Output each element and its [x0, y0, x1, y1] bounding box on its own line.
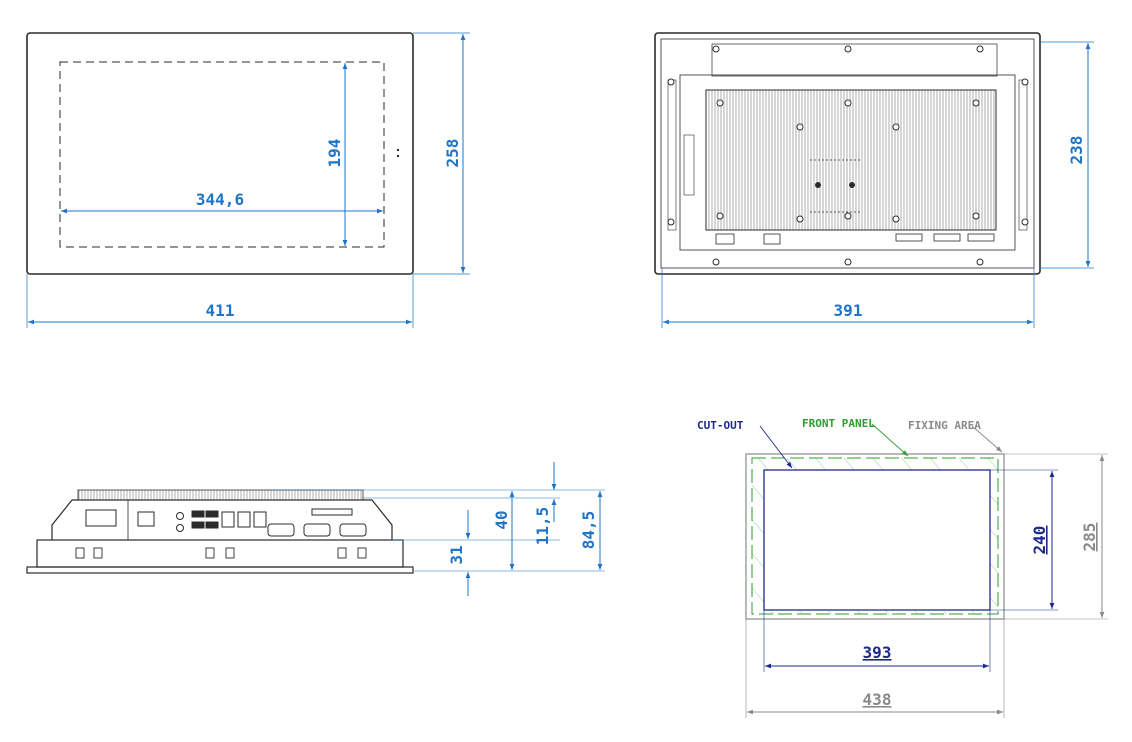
usb-connector-icon — [763, 233, 781, 245]
front-panel-leader-line — [871, 423, 909, 457]
power-terminal-icon — [85, 509, 117, 527]
screw-icon — [892, 215, 900, 223]
mount-clip-icon — [337, 547, 347, 559]
rear-side-rail-right — [1018, 79, 1028, 231]
lan-port-icon — [253, 511, 267, 528]
screen-width-label: 344,6 — [196, 190, 244, 209]
mount-clip-icon — [75, 547, 85, 559]
serial-connector-icon — [933, 233, 961, 242]
rear-connectors — [715, 233, 995, 245]
rear-view: 391 238 — [654, 32, 1094, 328]
power-connector-icon — [715, 233, 735, 245]
rear-view-chassis — [679, 74, 1016, 251]
lan-connector-icon — [895, 233, 923, 242]
mount-clip-icon — [205, 547, 215, 559]
screw-icon — [844, 99, 852, 107]
fixing-area-label: FIXING AREA — [908, 419, 981, 432]
lan-port-icon — [221, 511, 235, 528]
screw-icon — [844, 45, 852, 53]
fixing-height-label: 285 — [1080, 523, 1099, 552]
side-total-depth-label: 84,5 — [579, 511, 598, 550]
mount-hole-icon — [849, 182, 855, 188]
rear-side-slot — [683, 134, 695, 196]
screw-icon — [976, 45, 984, 53]
rear-view-outer-frame — [654, 32, 1041, 275]
side-mount-clips — [75, 547, 367, 559]
front-led-icon — [396, 148, 400, 152]
cutout-height-label: 240 — [1030, 526, 1049, 555]
fixing-area-leader-line — [971, 425, 1003, 453]
side-io-connectors — [85, 508, 367, 537]
side-front-bezel — [26, 566, 414, 574]
fixing-area-outline — [745, 453, 1005, 620]
screw-icon — [972, 212, 980, 220]
usb-port-icon — [205, 510, 219, 518]
front-led-icon-2 — [396, 154, 400, 158]
rear-bracket — [711, 43, 998, 77]
audio-jack-icon — [176, 524, 184, 532]
screw-icon — [844, 258, 852, 266]
screw-icon — [716, 212, 724, 220]
mount-clip-icon — [93, 547, 103, 559]
front-height-label: 258 — [443, 139, 462, 168]
usb-port-icon — [191, 521, 205, 529]
side-mid-label: 40 — [492, 510, 511, 529]
front-view-outline — [26, 32, 414, 275]
screw-icon — [1021, 78, 1029, 86]
screw-icon — [976, 258, 984, 266]
screw-icon — [667, 78, 675, 86]
rear-screws — [667, 45, 1029, 266]
screw-icon — [892, 123, 900, 131]
cutout-outline — [763, 469, 991, 611]
side-panel-body — [36, 539, 404, 568]
screen-height-label: 194 — [325, 139, 344, 168]
cutout-width-label: 393 — [863, 643, 892, 662]
fixing-width-label: 438 — [863, 690, 892, 709]
rear-side-rail-left — [667, 79, 677, 231]
rear-view-inner-frame — [660, 38, 1035, 269]
serial-port-icon — [303, 523, 331, 537]
mount-clip-icon — [357, 547, 367, 559]
screw-icon — [712, 45, 720, 53]
front-view: 411 258 344,6 194 — [26, 32, 470, 328]
usb-port-icon — [191, 510, 205, 518]
usb-port-icon — [205, 521, 219, 529]
front-width-label: 411 — [206, 301, 235, 320]
side-view: 84,5 11,5 40 31 — [26, 462, 605, 596]
side-top-label: 11,5 — [533, 507, 552, 546]
screw-icon — [667, 218, 675, 226]
screw-icon — [844, 212, 852, 220]
screw-icon — [712, 258, 720, 266]
audio-jack-icon — [176, 512, 184, 520]
screw-icon — [796, 123, 804, 131]
mount-clip-icon — [225, 547, 235, 559]
rear-width-label: 391 — [834, 301, 863, 320]
serial-port-icon — [267, 523, 295, 537]
screw-icon — [716, 99, 724, 107]
serial-connector-icon — [967, 233, 995, 242]
mount-hole-icon — [815, 182, 821, 188]
cutout-label: CUT-OUT — [697, 419, 744, 432]
cutout-leader-line — [759, 425, 793, 469]
side-front-label: 31 — [447, 545, 466, 564]
screw-icon — [972, 99, 980, 107]
screw-icon — [1021, 218, 1029, 226]
usb-port-icon — [137, 511, 155, 527]
side-heatsink-top — [77, 489, 364, 501]
lan-port-icon — [237, 511, 251, 528]
front-panel-label: FRONT PANEL — [802, 417, 875, 430]
card-slot-icon — [311, 508, 353, 516]
rear-height-label: 238 — [1067, 136, 1086, 165]
screw-icon — [796, 215, 804, 223]
cutout-view: CUT-OUT FRONT PANEL FIXING AREA 393 240 … — [697, 417, 1108, 718]
front-view-screen-area — [59, 61, 385, 248]
serial-port-icon — [339, 523, 367, 537]
